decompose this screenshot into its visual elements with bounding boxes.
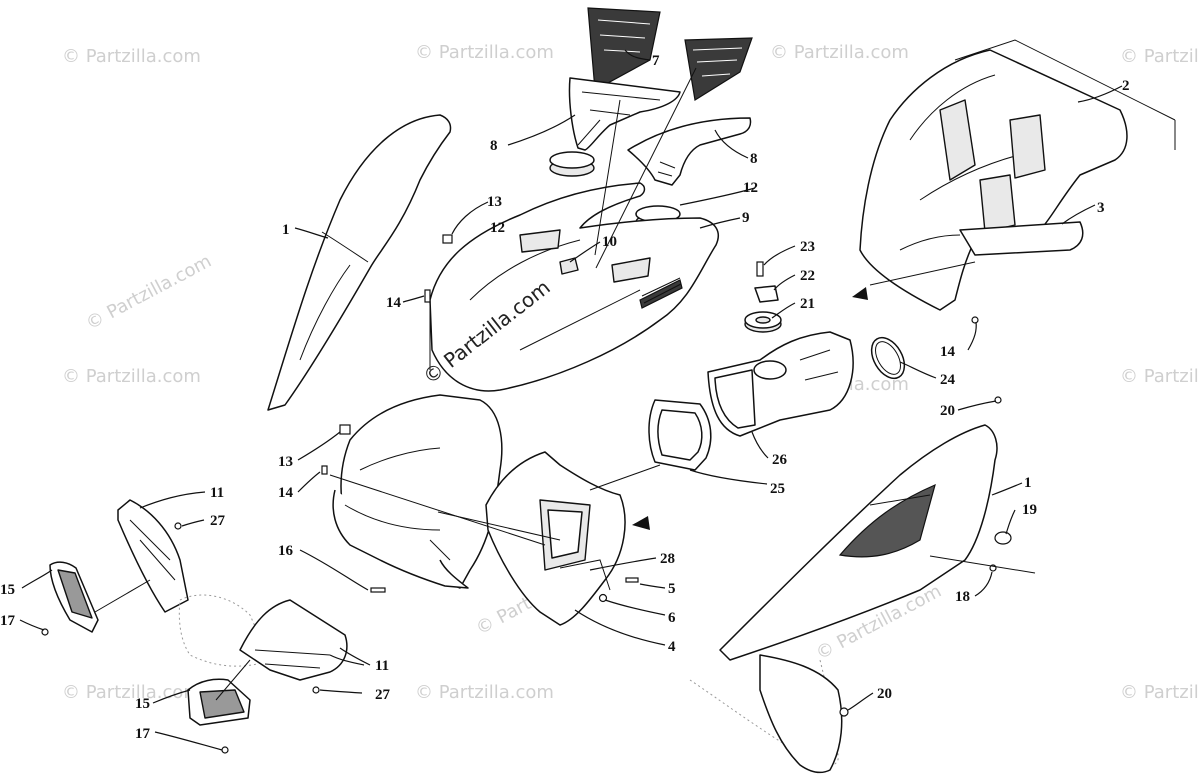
callout-18: 18	[955, 589, 970, 605]
callout-14-lower: 14	[278, 485, 294, 501]
callout-23: 23	[800, 239, 815, 255]
part-vent-housing-right	[627, 117, 752, 186]
callout-12-right: 12	[743, 180, 758, 196]
part-mesh-cover-upper	[49, 561, 99, 633]
callout-21: 21	[800, 296, 815, 312]
part-trim-piece	[959, 221, 1084, 256]
callout-17-upper: 17	[0, 613, 16, 629]
callout-13-upper: 13	[487, 194, 502, 210]
part-vent-grille-right	[684, 37, 753, 101]
callout-10: 10	[602, 234, 617, 250]
callout-19: 19	[1022, 502, 1037, 518]
callout-11-upper: 11	[210, 485, 224, 501]
callout-5: 5	[668, 581, 676, 597]
callout-14-upper: 14	[386, 295, 402, 311]
callout-14-right: 14	[940, 344, 956, 360]
callout-15-upper: 15	[0, 582, 15, 598]
callout-26: 26	[772, 452, 788, 468]
callout-9: 9	[742, 210, 750, 226]
direction-arrows	[632, 287, 868, 530]
callout-labels: 1 1 2 3 4 5 6 7 8 8 9 10 11 11 12 12 13 …	[0, 53, 1130, 742]
callout-12-left: 12	[490, 220, 505, 236]
part-screw-top	[756, 261, 764, 277]
part-side-duct-upper	[117, 499, 189, 613]
part-mesh-cover-lower	[187, 678, 251, 726]
callout-22: 22	[800, 268, 815, 284]
callout-4: 4	[668, 639, 676, 655]
callout-20-lower: 20	[877, 686, 892, 702]
part-clip	[754, 285, 779, 303]
watermark: © Partzilla.com	[82, 251, 215, 335]
callout-15-lower: 15	[135, 696, 150, 712]
callout-13-lower: 13	[278, 454, 293, 470]
callout-27-lower: 27	[375, 687, 391, 703]
callout-3: 3	[1097, 200, 1105, 216]
part-vent-grille-left	[587, 7, 661, 91]
callout-16: 16	[278, 543, 294, 559]
callout-8-left: 8	[490, 138, 498, 154]
callout-7: 7	[652, 53, 660, 69]
part-lower-belly-pan	[689, 654, 843, 774]
watermark: © Partzilla.com	[62, 46, 201, 67]
watermark: © Partzilla.com	[1120, 46, 1200, 67]
callout-1-left: 1	[282, 222, 290, 238]
part-box-outline	[954, 39, 1176, 150]
part-grommet-left	[549, 151, 595, 177]
callout-25: 25	[770, 481, 785, 497]
part-side-panel-right	[719, 424, 998, 661]
watermark: © Partzilla.com	[1120, 682, 1200, 703]
part-filter-frame	[648, 399, 712, 471]
watermark: © Partzilla.com	[62, 366, 201, 387]
callout-2: 2	[1122, 78, 1130, 94]
watermark: © Partzilla.com	[415, 682, 554, 703]
watermark: © Partzilla.com	[770, 42, 909, 63]
callout-28: 28	[660, 551, 675, 567]
callout-1-right: 1	[1024, 475, 1032, 491]
watermark: © Partzilla.com	[415, 42, 554, 63]
callout-8-right: 8	[750, 151, 758, 167]
leader-lines	[19, 49, 1123, 751]
part-hose-clamp	[870, 336, 906, 380]
callout-6: 6	[668, 610, 676, 626]
callout-24: 24	[940, 372, 956, 388]
watermark: © Partzilla.com	[1120, 366, 1200, 387]
callout-11-lower: 11	[375, 658, 389, 674]
fastener-set	[41, 234, 1012, 754]
part-rear-storage-tray	[859, 49, 1128, 311]
part-air-duct	[707, 331, 854, 437]
callout-27-upper: 27	[210, 513, 226, 529]
part-upper-console	[429, 182, 720, 392]
part-side-duct-lower	[239, 599, 348, 681]
part-duct-grommet	[744, 311, 782, 333]
callout-17-lower: 17	[135, 726, 151, 742]
part-main-hood	[332, 394, 503, 589]
part-vent-housing-left	[568, 77, 681, 151]
callout-20-upper: 20	[940, 403, 955, 419]
